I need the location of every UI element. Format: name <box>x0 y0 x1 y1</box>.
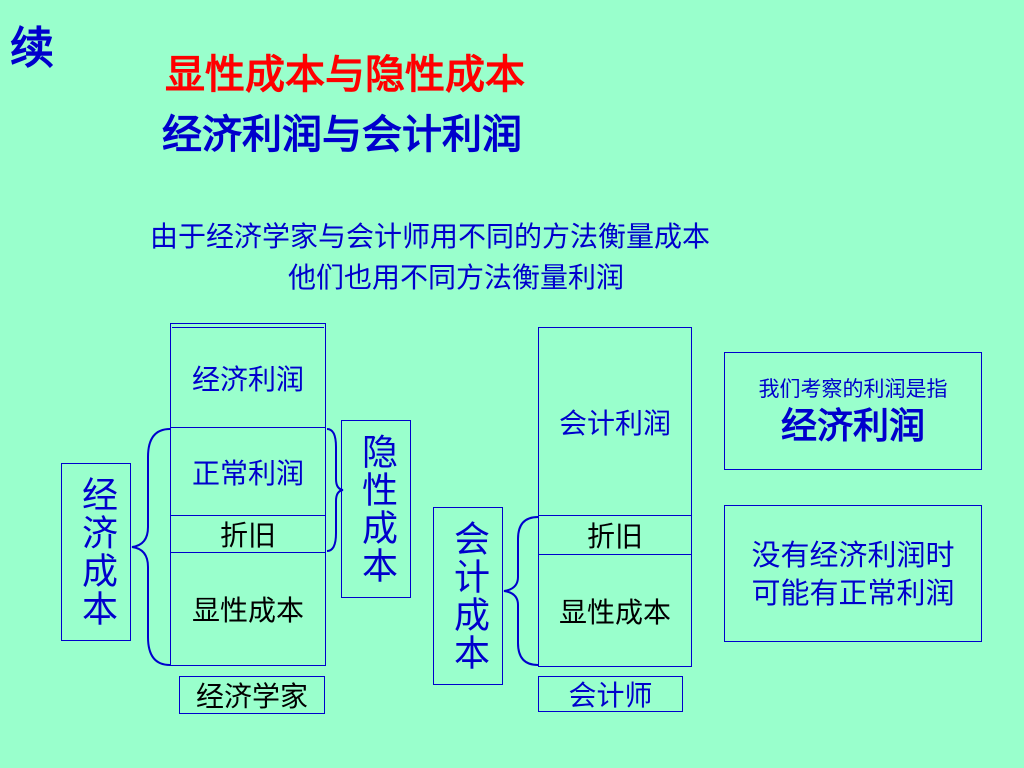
implicit-cost-label: 隐性成本 <box>356 433 397 585</box>
economist-normal-profit-box: 正常利润 <box>170 427 326 515</box>
economist-depreciation-label: 折旧 <box>219 519 276 552</box>
economist-economic-profit-box: 经济利润 <box>172 327 324 427</box>
title-blue: 经济利润与会计利润 <box>162 111 522 158</box>
economist-depreciation-box: 折旧 <box>170 515 326 553</box>
note-economic-profit-box: 我们考察的利润是指 经济利润 <box>724 352 982 470</box>
accountant-footer-label: 会计师 <box>568 679 653 712</box>
implicit-cost-box: 隐性成本 <box>341 420 411 598</box>
accountant-accounting-profit-box: 会计利润 <box>538 327 692 515</box>
economic-cost-brace <box>131 428 171 666</box>
accountant-explicit-cost-label: 显性成本 <box>558 595 671 629</box>
accountant-depreciation-label: 折旧 <box>586 520 643 553</box>
note-economic-profit-big: 经济利润 <box>780 405 925 447</box>
accountant-depreciation-box: 折旧 <box>538 515 692 555</box>
note-economic-profit-small: 我们考察的利润是指 <box>758 377 948 401</box>
accountant-accounting-profit-label: 会计利润 <box>558 406 671 440</box>
accounting-cost-box: 会计成本 <box>433 507 503 685</box>
corner-label: 续 <box>10 23 54 74</box>
economist-normal-profit-label: 正常利润 <box>191 456 304 490</box>
intro-line-2: 他们也用不同方法衡量利润 <box>288 261 625 294</box>
note-normal-profit-text: 没有经济利润时可能有正常利润 <box>751 537 955 610</box>
economist-footer: 经济学家 <box>179 676 325 714</box>
implicit-cost-brace <box>326 428 344 552</box>
intro-line-1: 由于经济学家与会计师用不同的方法衡量成本 <box>150 220 711 253</box>
accounting-cost-brace <box>503 516 539 666</box>
accounting-cost-label: 会计成本 <box>448 520 489 672</box>
economist-explicit-cost-box: 显性成本 <box>170 553 326 666</box>
economic-cost-label: 经济成本 <box>76 476 117 628</box>
economist-footer-label: 经济学家 <box>195 680 308 713</box>
economist-economic-profit-label: 经济利润 <box>191 362 304 396</box>
economic-cost-box: 经济成本 <box>61 463 131 641</box>
accountant-explicit-cost-box: 显性成本 <box>538 555 692 667</box>
economist-explicit-cost-label: 显性成本 <box>191 594 304 627</box>
note-normal-profit-box: 没有经济利润时可能有正常利润 <box>724 505 982 642</box>
accountant-footer: 会计师 <box>538 676 683 712</box>
title-red: 显性成本与隐性成本 <box>165 51 525 98</box>
